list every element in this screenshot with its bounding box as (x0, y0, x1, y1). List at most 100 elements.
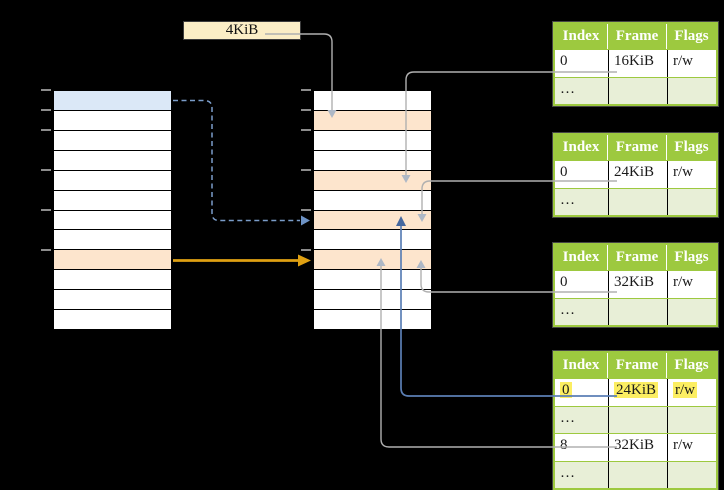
cell-value: … (560, 409, 575, 426)
virtual-memory-tick (41, 209, 51, 211)
cell-value: … (560, 301, 575, 318)
virtual-memory-row-4 (54, 170, 171, 191)
page-table-2-row-1: … (555, 187, 716, 215)
cell-value: 24KiB (614, 382, 659, 398)
page-table-4-row-3: … (555, 460, 716, 488)
physical-memory-row-11 (314, 310, 431, 330)
virtual-memory-row-1 (54, 110, 171, 131)
page-table-2-cell-flags (667, 188, 716, 215)
connector-vpage-to-ptable (173, 99, 310, 226)
page-table-4-cell-index: … (555, 461, 608, 488)
virtual-memory-row-2 (54, 130, 171, 151)
page-table-4-cell-frame: 32KiB (608, 434, 667, 461)
cell-value: 0 (560, 164, 568, 180)
virtual-memory-tick (41, 129, 51, 131)
virtual-memory-row-7 (54, 230, 171, 251)
physical-memory-row-2 (314, 130, 431, 151)
page-table-1-cell-index: … (555, 77, 608, 104)
connector-vpage-to-frame (173, 254, 311, 267)
page-table-4-cell-flags: r/w (667, 434, 716, 461)
page-table-3-cell-index: 0 (555, 271, 608, 298)
page-table-1-cell-flags: r/w (667, 50, 716, 77)
page-table-1-cell-index: 0 (555, 50, 608, 77)
header-cell-index: Index (555, 245, 608, 270)
virtual-memory-column (53, 90, 172, 330)
virtual-memory-row-10 (54, 290, 171, 311)
header-cell-index: Index (555, 353, 608, 378)
page-size-box: 4KiB (183, 21, 301, 40)
physical-memory-tick (301, 209, 311, 211)
page-table-4-cell-frame: 24KiB (608, 379, 667, 406)
header-cell-index: Index (555, 24, 608, 49)
physical-memory-row-5 (314, 190, 431, 211)
header-cell-flags: Flags (667, 245, 716, 270)
page-table-3-row-0: 0 32KiB r/w (555, 270, 716, 298)
page-table-3-cell-frame (608, 298, 667, 325)
virtual-memory-tick (41, 109, 51, 111)
physical-memory-row-6 (314, 210, 431, 231)
physical-memory-tick (301, 169, 311, 171)
cell-value: 8 (560, 437, 568, 453)
page-table-3-cell-frame: 32KiB (608, 271, 667, 298)
page-table-2-cell-index: 0 (555, 161, 608, 188)
page-table-4-cell-flags: r/w (667, 379, 716, 406)
page-table-4-cell-flags (667, 461, 716, 488)
page-table-2-cell-index: … (555, 188, 608, 215)
physical-memory-tick (301, 109, 311, 111)
header-cell-flags: Flags (667, 135, 716, 160)
virtual-memory-row-8 (54, 250, 171, 271)
page-table-1-cell-flags (667, 77, 716, 104)
cell-value: 0 (560, 382, 572, 398)
physical-memory-row-7 (314, 230, 431, 251)
page-table-4-cell-frame (608, 406, 667, 433)
cell-value: r/w (673, 164, 693, 180)
physical-memory-tick (301, 89, 311, 91)
cell-value: 32KiB (614, 274, 655, 290)
physical-memory-tick (301, 129, 311, 131)
page-table-3-cell-flags (667, 298, 716, 325)
page-table-4-cell-frame (608, 461, 667, 488)
header-cell-flags: Flags (667, 24, 716, 49)
page-table-1-cell-frame: 16KiB (608, 50, 667, 77)
virtual-memory-row-3 (54, 150, 171, 171)
physical-memory-row-9 (314, 270, 431, 291)
virtual-memory-row-9 (54, 270, 171, 291)
physical-memory-row-3 (314, 150, 431, 171)
page-table-2-cell-frame (608, 188, 667, 215)
cell-value: 0 (560, 53, 568, 69)
page-table-4-row-0: 0 24KiB r/w (555, 378, 716, 406)
page-table-2-row-0: 0 24KiB r/w (555, 160, 716, 188)
header-cell-index: Index (555, 135, 608, 160)
virtual-memory-row-0 (54, 91, 171, 111)
page-table-4-cell-index: … (555, 406, 608, 433)
page-table-3-cell-index: … (555, 298, 608, 325)
page-table-4-cell-flags (667, 406, 716, 433)
cell-value: … (560, 464, 575, 481)
header-cell-frame: Frame (608, 245, 667, 270)
page-table-4-row-1: … (555, 405, 716, 433)
header-cell-frame: Frame (608, 353, 667, 378)
cell-value: 24KiB (614, 164, 655, 180)
virtual-memory-tick (41, 169, 51, 171)
page-table-2-cell-frame: 24KiB (608, 161, 667, 188)
cell-value: 0 (560, 274, 568, 290)
page-table-3-cell-flags: r/w (667, 271, 716, 298)
header-cell-frame: Frame (608, 135, 667, 160)
header-cell-flags: Flags (667, 353, 716, 378)
virtual-memory-row-6 (54, 210, 171, 231)
virtual-memory-tick (41, 249, 51, 251)
page-table-1-cell-frame (608, 77, 667, 104)
physical-memory-row-0 (314, 91, 431, 111)
physical-memory-row-8 (314, 250, 431, 271)
header-cell-frame: Frame (608, 24, 667, 49)
